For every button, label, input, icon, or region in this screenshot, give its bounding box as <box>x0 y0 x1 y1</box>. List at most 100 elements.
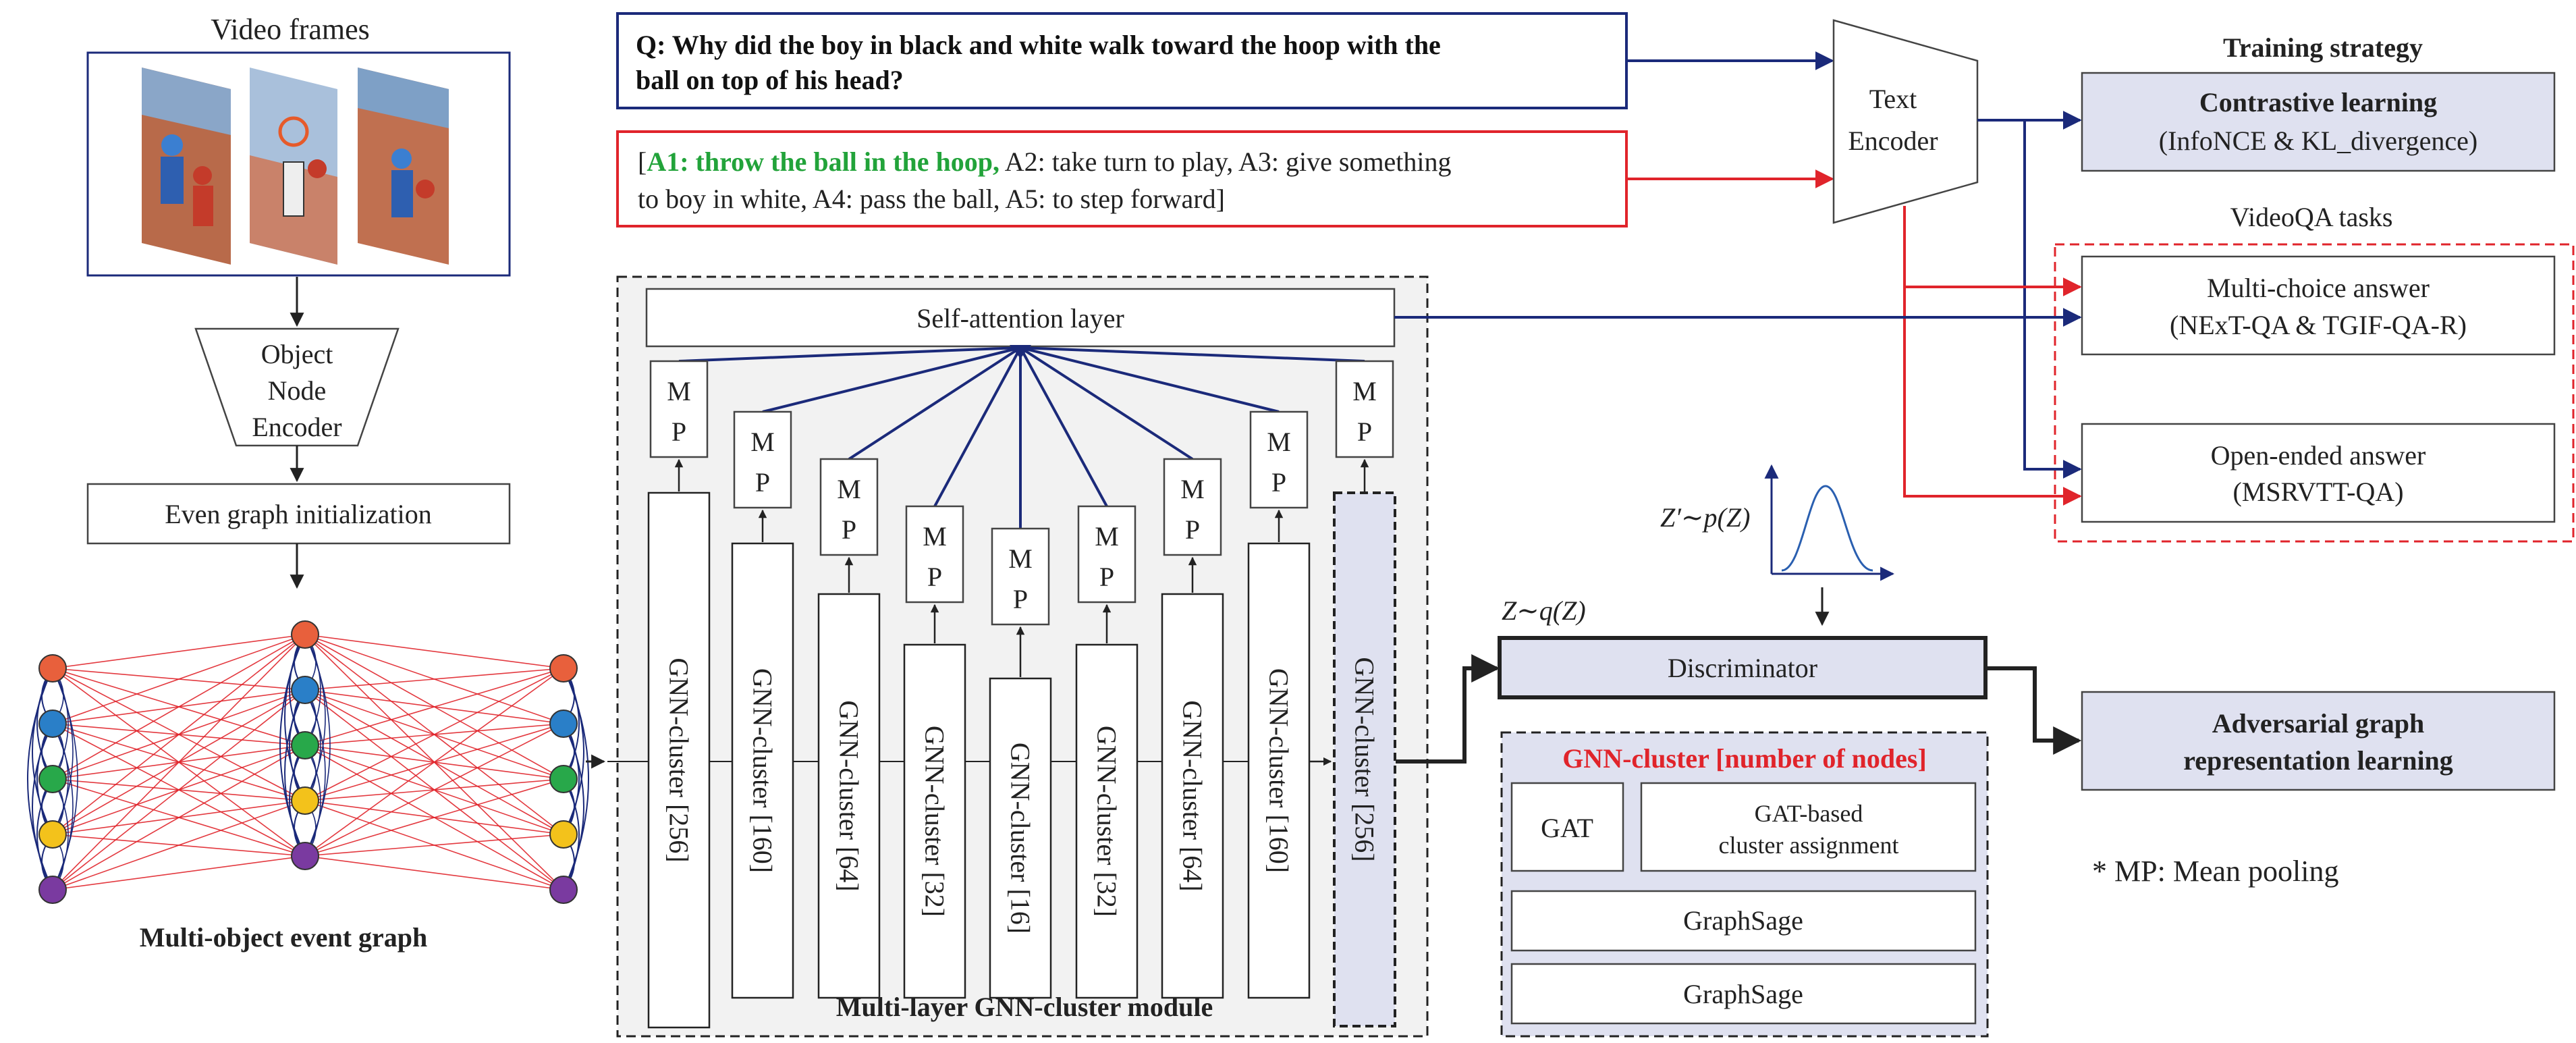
answer-line2: to boy in white, A4: pass the ball, A5: … <box>638 184 1225 214</box>
object-node-encoder: Object Node Encoder <box>194 327 400 447</box>
mp-label-p: P <box>755 467 770 498</box>
multi-object-event-graph <box>27 620 589 904</box>
graph-node <box>291 620 319 649</box>
discriminator-to-adversarial-arrow <box>1985 666 2082 755</box>
video-frame-image <box>358 68 449 265</box>
text-encoder-line2: Encoder <box>1848 126 1938 156</box>
adversarial-learning-box: Adversarial graph representation learnin… <box>2081 691 2556 791</box>
discriminator-box: Discriminator <box>1498 636 1988 699</box>
mp-label-p: P <box>1099 562 1114 592</box>
gat-assignment-box <box>1640 782 1977 872</box>
video-frame-image <box>250 68 337 265</box>
graph-node <box>38 765 67 793</box>
answer-rest-line1: A2: take turn to play, A3: give somethin… <box>999 146 1452 177</box>
gnn-cluster-box <box>731 542 794 999</box>
gnn-cluster-box <box>647 491 711 1029</box>
gnn-cluster-detail: GNN-cluster [number of nodes] GAT GAT-ba… <box>1500 731 1989 1038</box>
module-to-discriminator-arrow <box>1396 654 1500 764</box>
gnn-cluster-label: GNN-cluster [256] <box>664 658 694 862</box>
videoqa-header: VideoQA tasks <box>2230 202 2393 232</box>
svg-text:[A1: throw the ball in the hoo: [A1: throw the ball in the hoop, A2: tak… <box>638 146 1452 177</box>
graph-node <box>291 842 319 870</box>
gnn-cluster-box <box>1161 593 1224 999</box>
self-attention-label: Self-attention layer <box>916 303 1124 333</box>
mean-pooling-box <box>733 410 792 509</box>
mp-label-p: P <box>1271 467 1286 498</box>
open-ended-title: Open-ended answer <box>2211 440 2426 471</box>
posterior-label: Z∼q(Z) <box>1502 595 1586 626</box>
open-ended-box: Open-ended answer (MSRVTT-QA) <box>2081 423 2556 523</box>
adversarial-line1: Adversarial graph <box>2212 708 2424 739</box>
gat-assign-line2: cluster assignment <box>1719 832 1899 859</box>
graph-node <box>291 786 319 815</box>
object-encoder-line2: Node <box>268 375 327 406</box>
gnn-cluster-label: GNN-cluster [160] <box>748 668 778 873</box>
mp-label-p: P <box>1357 417 1372 447</box>
mean-pooling-box <box>649 360 709 458</box>
mean-pooling-box <box>1249 410 1309 509</box>
event-graph-caption: Multi-object event graph <box>140 922 428 953</box>
mp-label-p: P <box>1013 584 1028 614</box>
object-encoder-line1: Object <box>261 339 333 369</box>
discriminator-label: Discriminator <box>1668 653 1817 683</box>
gnn-cluster-detail-title: GNN-cluster [number of nodes] <box>1562 743 1927 774</box>
video-frames-title: Video frames <box>211 13 370 46</box>
gat-label: GAT <box>1541 813 1593 843</box>
multi-choice-sub: (NExT-QA & TGIF-QA-R) <box>2170 310 2467 340</box>
graph-node <box>549 654 578 683</box>
multi-choice-title: Multi-choice answer <box>2207 273 2430 303</box>
object-encoder-line3: Encoder <box>252 412 341 442</box>
text-encoder-line1: Text <box>1869 84 1917 114</box>
graph-init-label: Even graph initialization <box>165 499 431 529</box>
mp-label-m: M <box>1267 427 1291 457</box>
graphsage-box-1 <box>1510 890 1977 952</box>
gnn-cluster-label: GNN-cluster [160] <box>1264 668 1294 873</box>
gnn-cluster-box <box>1333 491 1396 1027</box>
mp-label-p: P <box>672 417 686 447</box>
gnn-cluster-box <box>817 593 881 999</box>
mean-pooling-box <box>1335 360 1394 458</box>
mp-label-m: M <box>1180 474 1205 504</box>
attention-junction <box>1010 345 1031 358</box>
prior-distribution-plot <box>1764 464 1895 581</box>
mp-label-m: M <box>1095 521 1119 552</box>
graph-node <box>549 876 578 904</box>
answer-choices-box: [A1: throw the ball in the hoop, A2: tak… <box>616 130 1628 228</box>
answer-open-bracket: [ <box>638 146 647 177</box>
mean-pooling-box <box>991 527 1050 626</box>
answers-red-connector <box>1903 206 2082 506</box>
gnn-cluster-box <box>1247 542 1311 999</box>
mp-label-p: P <box>927 562 942 592</box>
mp-label-m: M <box>667 376 691 406</box>
videoqa-dashed-region <box>2054 243 2575 543</box>
mp-label-m: M <box>837 474 861 504</box>
graph-node <box>38 710 67 738</box>
mean-pooling-box <box>905 505 964 604</box>
mp-label-m: M <box>1352 376 1377 406</box>
gnn-module-title: Multi-layer GNN-cluster module <box>836 992 1213 1022</box>
question-line2: ball on top of his head? <box>636 65 904 95</box>
mp-label-m: M <box>750 427 775 457</box>
footnote: * MP: Mean pooling <box>2092 855 2338 888</box>
gnn-cluster-box <box>903 643 966 999</box>
graphsage-label-2: GraphSage <box>1683 979 1803 1009</box>
graph-initialization-box: Even graph initialization <box>86 483 511 545</box>
graph-node <box>38 820 67 849</box>
mp-label-p: P <box>1185 514 1200 545</box>
gnn-cluster-label: GNN-cluster [32] <box>1092 726 1122 917</box>
open-ended-sub: (MSRVTT-QA) <box>2232 477 2403 507</box>
mean-pooling-box <box>1163 458 1222 556</box>
gnn-cluster-label: GNN-cluster [64] <box>834 700 865 891</box>
mean-pooling-box <box>1077 505 1136 604</box>
graph-node <box>291 676 319 704</box>
video-frame-image <box>142 68 231 265</box>
mp-label-p: P <box>842 514 856 545</box>
mp-label-m: M <box>1008 543 1033 574</box>
text-encoder: Text Encoder <box>1832 19 1979 224</box>
self-attention-box <box>645 288 1396 348</box>
adversarial-line2: representation learning <box>2183 745 2453 776</box>
graph-node <box>38 876 67 904</box>
gnn-cluster-box <box>1075 643 1139 999</box>
